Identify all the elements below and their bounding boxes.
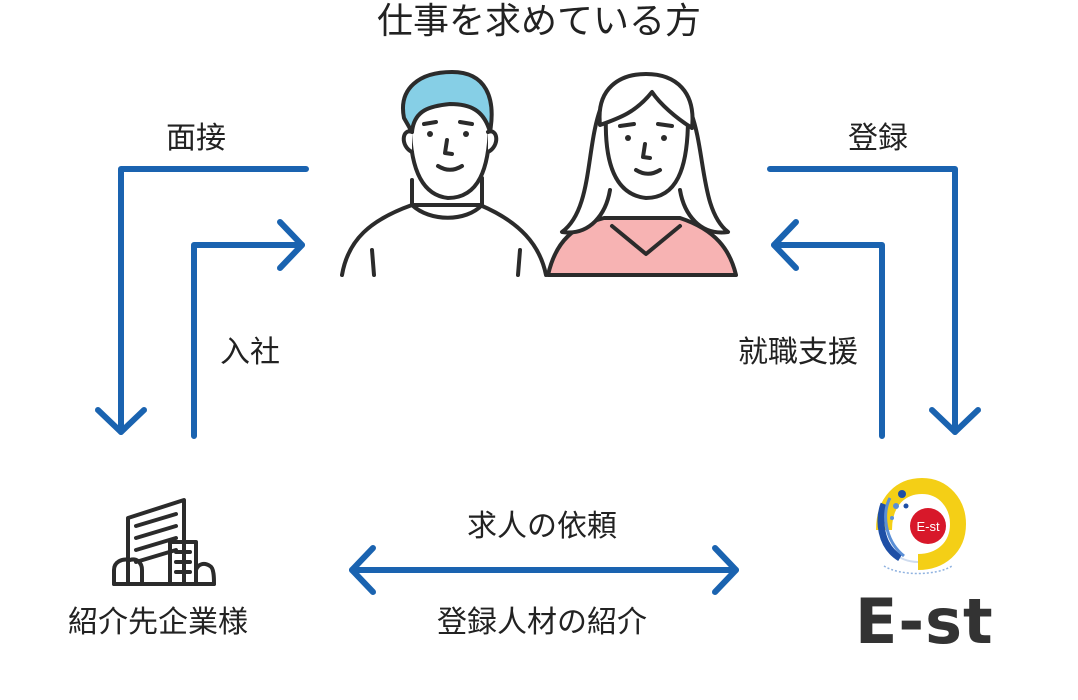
- page-title: 仕事を求めている方: [376, 1, 701, 42]
- man-figure: [340, 70, 548, 277]
- label-register: 登録: [848, 121, 908, 156]
- join-arrow: [191, 219, 305, 439]
- support-arrow: [771, 219, 885, 439]
- est-logo-icon: E-st: [876, 477, 967, 575]
- register-arrow: [767, 166, 981, 435]
- logo-badge-text: E-st: [916, 519, 940, 534]
- building-icon: [112, 498, 216, 586]
- double-arrow: [349, 545, 739, 595]
- brand-name: E-st: [855, 585, 994, 658]
- label-introduce: 登録人材の紹介: [437, 605, 647, 640]
- label-interview: 面接: [166, 121, 226, 156]
- woman-figure: [546, 72, 738, 277]
- people-illustration: [340, 70, 738, 277]
- interview-arrow: [95, 166, 309, 435]
- label-request: 求人の依頼: [467, 509, 617, 544]
- label-company: 紹介先企業様: [68, 605, 248, 640]
- label-join: 入社: [220, 335, 280, 370]
- label-support: 就職支援: [738, 335, 858, 370]
